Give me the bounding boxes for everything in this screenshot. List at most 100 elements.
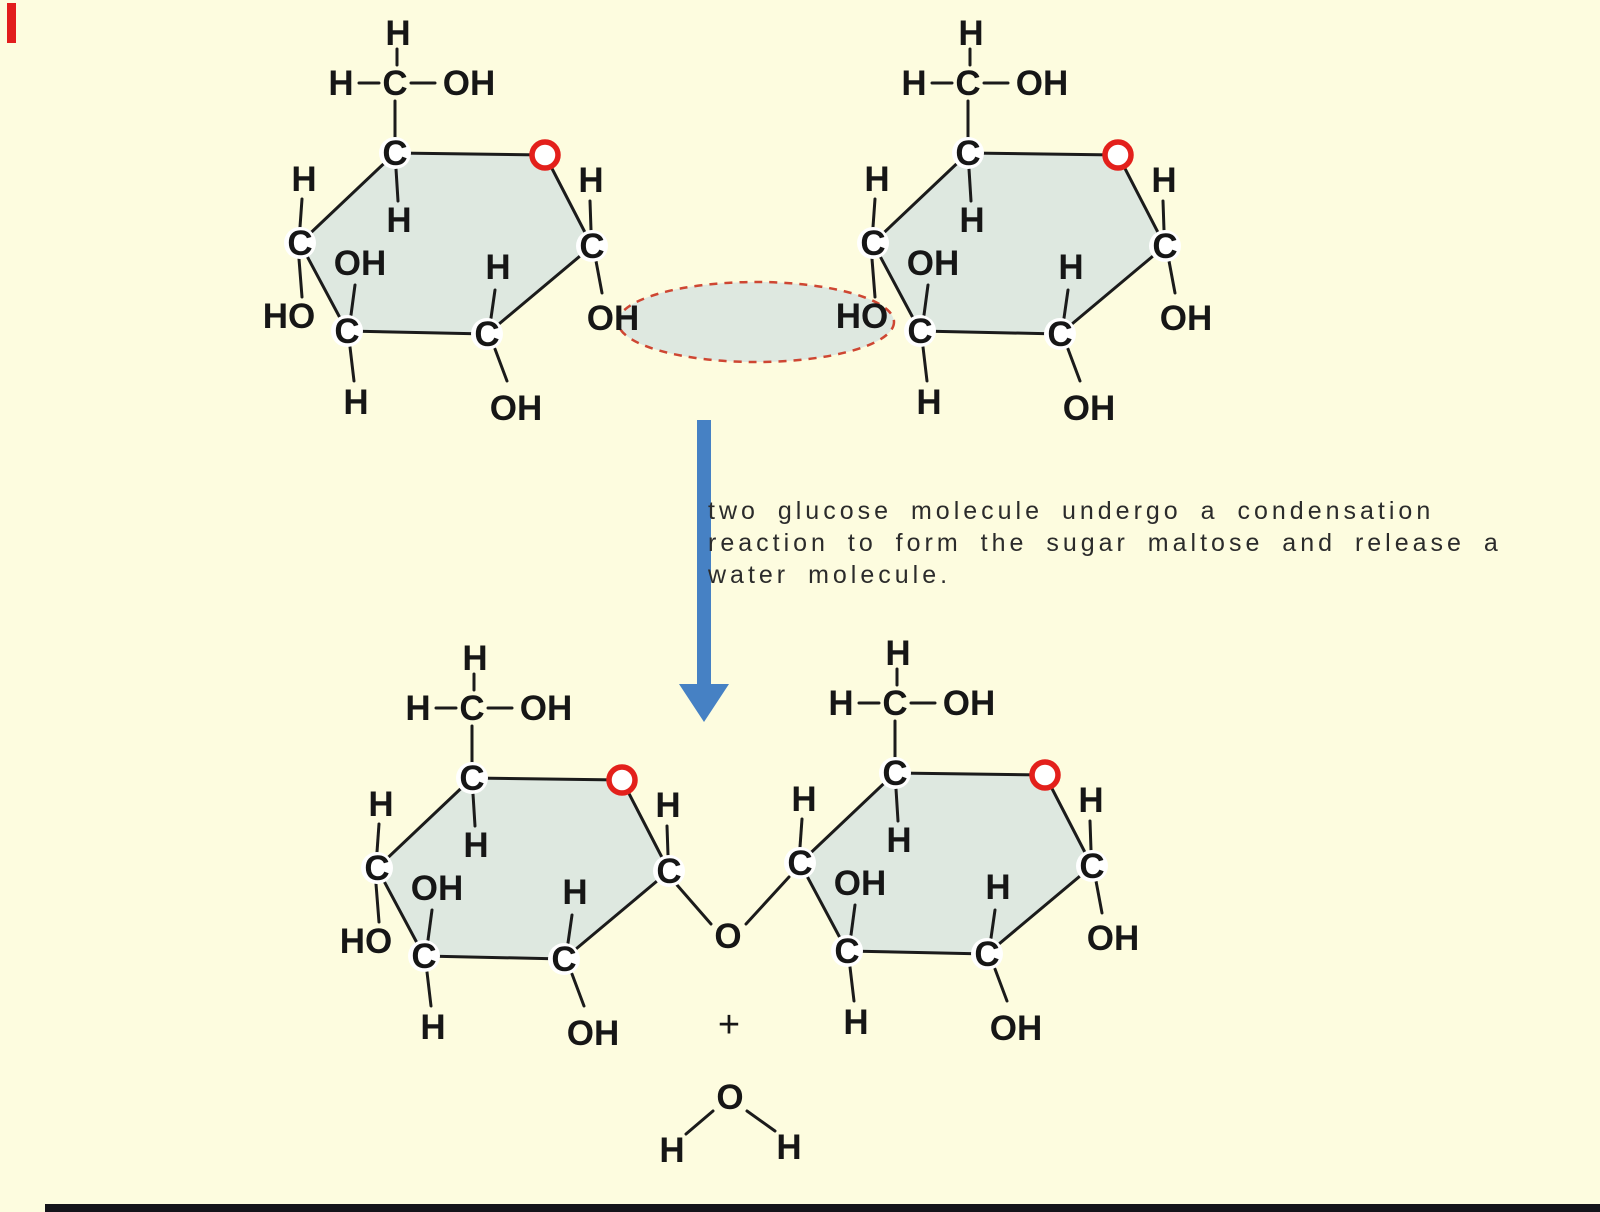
bond-line [1062,288,1070,320]
ring-carbon: C [907,312,932,351]
carbon-halo [1044,318,1076,350]
chain-hydroxyl: OH [943,684,996,723]
bond-line [348,345,356,383]
bond-line [848,965,856,1003]
bottom-right-hydrogen: H [1058,248,1083,287]
ring-carbon: C [955,134,980,173]
water-hydrogen-right: H [776,1128,801,1167]
bottom-right-hydrogen: H [562,873,587,912]
glycosidic-oxygen: O [714,917,741,956]
ring-carbon: C [579,227,604,266]
bottom-left-hydrogen: H [916,383,941,422]
left-hydroxyl-ho: HO [263,297,316,336]
red-corner-marker [7,3,16,43]
carbon-halo [471,318,503,350]
glycosidic-oxygen-label: O [714,917,741,956]
chain-hydrogen-top: H [462,639,487,678]
bond-line [684,1109,715,1136]
right-hydrogen: H [1151,161,1176,200]
bond-line [1167,259,1177,295]
ring-carbon: C [551,940,576,979]
chain-hydrogen-top: H [885,634,910,673]
ring-oxygen-icon [529,139,561,171]
chain-hydrogen-left: H [405,689,430,728]
ring-carbon: C [364,849,389,888]
bond-line [1161,199,1166,232]
bond-line [375,822,381,854]
bond-line [744,875,791,926]
bond-line [493,347,509,383]
carbon-halo [331,315,363,347]
water-molecule: OH H [659,1078,801,1170]
bottom-bar [45,1204,1600,1212]
bond-line [297,257,304,299]
bond-line [298,197,304,229]
bottom-right-hydrogen: H [985,868,1010,907]
ring-oxygen-icon [1102,139,1134,171]
carbon-halo [576,230,608,262]
carbon-halo [379,137,411,169]
carbon-halo [653,855,685,887]
bottom-right-hydroxyl: OH [490,389,543,428]
chain-hydrogen-left: H [828,684,853,723]
condensation-highlight-ellipse [616,280,896,364]
bond-line [871,197,877,229]
chain-hydroxyl: OH [520,689,573,728]
plus-sign: + [718,1004,740,1046]
chain-carbon: C [955,64,980,103]
bond-line [566,913,574,945]
inner-hydrogen: H [886,821,911,860]
bond-line [993,967,1009,1003]
water-hydrogen-left: H [659,1131,684,1170]
right-hydroxyl-oh: OH [1160,299,1213,338]
bottom-left-hydroxyl: OH [907,244,960,283]
water-oxygen: O [716,1078,743,1117]
bottom-left-hydrogen: H [843,1003,868,1042]
bond-line [665,824,670,857]
chain-carbon: C [382,64,407,103]
ring-carbon: C [860,224,885,263]
carbon-halo [831,935,863,967]
ring-carbon: C [474,315,499,354]
chain-carbon: C [459,689,484,728]
ring-carbon: C [882,754,907,793]
ring-carbon: C [1047,315,1072,354]
left-hydrogen: H [368,785,393,824]
bond-line [798,817,804,849]
carbon-halo [284,227,316,259]
plus-sign-label: + [718,1004,740,1046]
ring-carbon: C [787,844,812,883]
chain-hydroxyl: OH [443,64,496,103]
bond-line [570,972,586,1008]
caption-line: reaction to form the sugar maltose and r… [708,529,1502,557]
bond-line [894,787,900,823]
bond-line [1094,879,1104,915]
bottom-right-hydroxyl: OH [1063,389,1116,428]
carbon-halo [952,137,984,169]
bottom-left-hydrogen: H [420,1008,445,1047]
inner-hydrogen: H [386,201,411,240]
caption-line: water molecule. [707,561,951,589]
bond-line [471,792,477,828]
left-hydrogen: H [791,780,816,819]
bottom-right-hydrogen: H [485,248,510,287]
condensation-arrow [679,420,729,722]
inner-hydrogen: H [959,201,984,240]
left-hydrogen: H [864,160,889,199]
bond-line [588,199,593,232]
carbon-halo [456,762,488,794]
right-hydroxyl-oh: OH [587,299,640,338]
bond-line [1088,819,1093,852]
ring-carbon: C [334,312,359,351]
left-hydrogen: H [291,160,316,199]
carbon-halo [1149,230,1181,262]
chain-hydrogen-left: H [328,64,353,103]
carbon-halo [857,227,889,259]
carbon-halo [408,940,440,972]
inner-hydrogen: H [463,826,488,865]
left-hydroxyl-ho: HO [836,297,889,336]
left-hydroxyl-ho: HO [340,922,393,961]
chain-hydrogen-top: H [958,14,983,53]
ring-carbon: C [834,932,859,971]
